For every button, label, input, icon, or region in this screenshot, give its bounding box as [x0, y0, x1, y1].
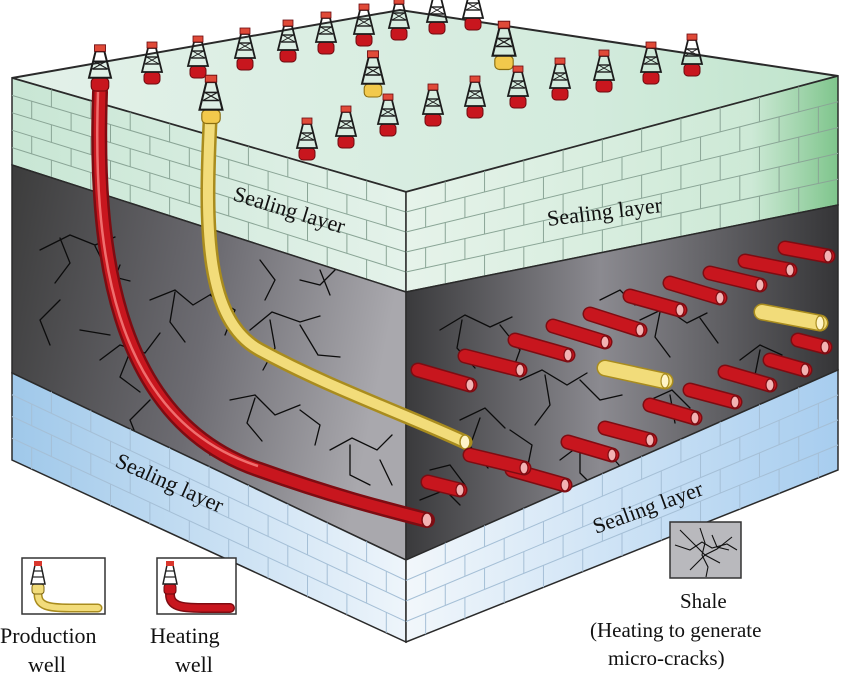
heating-rig-icon	[548, 57, 572, 101]
heating-rig-icon	[506, 65, 530, 109]
production-rig-icon	[198, 74, 224, 125]
production-rig-icon	[360, 50, 386, 98]
heating-well-stub	[737, 253, 798, 278]
legend-shale-line3: micro-cracks)	[608, 646, 725, 670]
production-rig-icon	[30, 561, 46, 595]
legend-shale: Shale (Heating to generate micro-cracks)	[590, 521, 761, 670]
legend-heating-line2: well	[175, 652, 213, 677]
production-well-stub	[596, 359, 674, 390]
heating-rig-icon	[352, 3, 376, 47]
heating-rig-icon	[592, 49, 616, 93]
heating-rig-icon	[421, 83, 445, 127]
heating-rig-icon	[233, 27, 257, 71]
heating-well-stub	[717, 364, 778, 393]
heating-well-stub	[560, 434, 620, 463]
heating-rig-icon	[87, 44, 113, 92]
heating-well-stub	[682, 382, 743, 410]
heating-well-stub	[622, 288, 688, 318]
horizontal-well-stubs	[410, 240, 836, 498]
heating-well-stub	[462, 447, 532, 476]
heating-rig-icon	[334, 105, 358, 149]
legend-shale-cracks	[674, 527, 738, 578]
heating-well-stub	[790, 332, 833, 355]
heating-rig-icon	[140, 41, 164, 85]
legend-heating-well: Heating well	[150, 557, 237, 677]
heating-rig-icon	[680, 33, 704, 77]
drilling-rigs	[87, 0, 704, 161]
heating-rig-icon	[461, 0, 485, 31]
legend-production-line1: Production	[0, 623, 97, 648]
heating-well-stub	[662, 275, 728, 306]
legend-production-well: Production well	[0, 557, 106, 677]
heating-rig-icon	[425, 0, 449, 35]
heating-well-stub	[777, 240, 836, 264]
legend-shale-line2: (Heating to generate	[590, 618, 761, 642]
heating-rig-icon	[463, 75, 487, 119]
heating-rig-icon	[162, 561, 178, 595]
heating-rig-icon	[186, 35, 210, 79]
heating-well-stub	[702, 265, 768, 293]
heating-well-stub	[507, 332, 576, 363]
heating-well-pipe	[91, 84, 435, 528]
heating-rig-icon	[639, 41, 663, 85]
heating-well-stub	[457, 348, 528, 378]
heating-well-stub	[545, 318, 613, 350]
heating-well-stub	[762, 352, 813, 378]
heating-rig-icon	[314, 11, 338, 55]
heating-well-stub	[642, 397, 703, 426]
legend-shale-line1: Shale	[680, 589, 727, 613]
legend-production-line2: well	[28, 652, 66, 677]
heating-well-stub	[420, 474, 468, 498]
legend-heating-line1: Heating	[150, 623, 220, 648]
production-well-pipe	[200, 114, 473, 450]
bottom-sealing-layer-right	[405, 368, 839, 644]
heating-rig-icon	[387, 0, 411, 41]
heating-rig-icon	[295, 117, 319, 161]
production-well-stub	[753, 303, 829, 332]
heating-well-stub	[597, 420, 658, 448]
heating-rig-icon	[376, 93, 400, 137]
heating-well-stub	[582, 306, 648, 338]
heating-rig-icon	[276, 19, 300, 63]
production-rig-icon	[491, 20, 517, 71]
heating-well-stub	[410, 362, 478, 393]
